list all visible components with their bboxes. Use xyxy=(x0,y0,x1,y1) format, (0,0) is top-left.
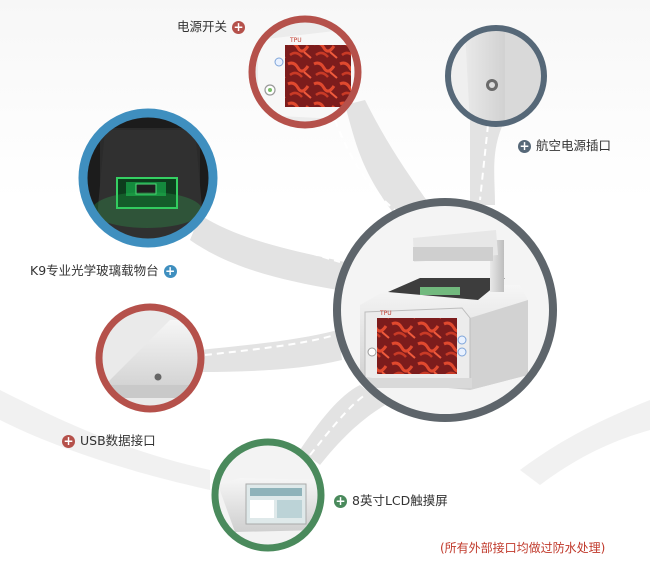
label-usb-port: + USB数据接口 xyxy=(62,433,156,449)
power-switch-circle: TPU xyxy=(248,15,362,129)
label-glass-stage: K9专业光学玻璃载物台 + xyxy=(30,263,177,279)
aviation-socket-label-text: 航空电源插口 xyxy=(536,138,612,153)
svg-text:TPU: TPU xyxy=(379,310,392,317)
label-lcd-screen: + 8英寸LCD触摸屏 xyxy=(334,493,448,509)
glass-stage-label-text: K9专业光学玻璃载物台 xyxy=(30,263,159,278)
plus-icon[interactable]: + xyxy=(232,19,246,34)
lcd-screen-circle xyxy=(211,438,325,552)
lcd-screen-label-text: 8英寸LCD触摸屏 xyxy=(352,493,448,508)
plus-icon[interactable]: + xyxy=(62,433,75,448)
svg-text:TPU: TPU xyxy=(289,37,302,44)
label-power-switch: 电源开关 + xyxy=(177,19,246,35)
power-switch-label-text: 电源开关 xyxy=(177,19,228,34)
plus-icon[interactable]: + xyxy=(518,138,531,153)
usb-port-circle xyxy=(95,303,205,413)
dashed-connectors xyxy=(204,119,489,456)
usb-port-label-text: USB数据接口 xyxy=(80,433,156,448)
glass-stage-circle xyxy=(78,108,218,248)
waterproof-note: (所有外部接口均做过防水处理) xyxy=(440,541,606,555)
connector-branches xyxy=(0,100,650,490)
label-aviation-socket: + 航空电源插口 xyxy=(518,138,611,154)
plus-icon[interactable]: + xyxy=(163,263,177,278)
main-product-circle: TPU xyxy=(333,198,557,422)
aviation-socket-circle xyxy=(445,25,547,127)
plus-icon[interactable]: + xyxy=(334,493,347,508)
